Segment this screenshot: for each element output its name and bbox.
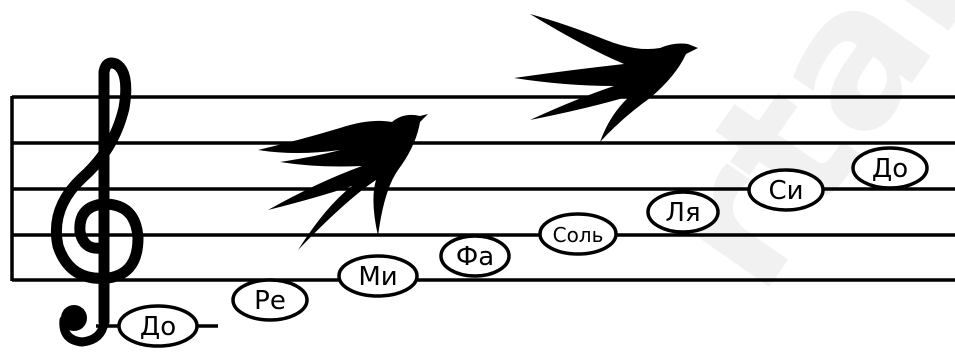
note-label: Фа (456, 242, 494, 272)
notes: До Ре Ми Фа Соль Ля Си До (117, 146, 929, 348)
note-re: Ре (231, 278, 309, 322)
note-mi: Ми (337, 254, 419, 298)
note-do-high: До (851, 146, 929, 190)
swallow-icon (514, 14, 698, 142)
swallow-icon (258, 114, 428, 250)
note-label: Соль (553, 223, 604, 247)
note-fa: Фа (439, 234, 511, 278)
note-label: Си (768, 176, 803, 206)
note-la: Ля (646, 190, 720, 234)
note-sol: Соль (538, 212, 618, 256)
note-label: До (872, 154, 908, 184)
treble-clef-icon (50, 57, 144, 347)
note-do-low: До (117, 304, 199, 348)
note-label: Ре (254, 286, 286, 316)
note-label: Ля (665, 198, 700, 228)
note-label: До (140, 312, 176, 342)
note-si: Си (747, 168, 825, 212)
note-label: Ми (358, 262, 397, 292)
